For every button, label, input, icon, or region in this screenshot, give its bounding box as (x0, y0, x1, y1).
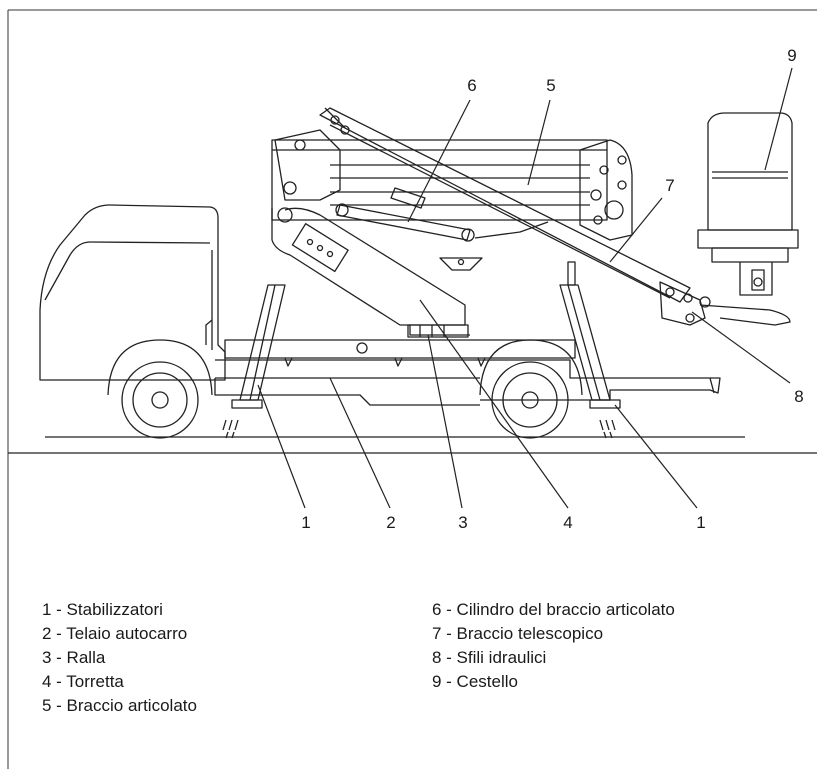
callout-leaders (257, 67, 793, 509)
legend-item-2: 2 - Telaio autocarro (42, 624, 188, 643)
leader-9 (764, 67, 793, 171)
callout-7: 7 (665, 176, 675, 195)
legend-item-5: 5 - Braccio articolato (42, 696, 197, 715)
stabilizer-rear (559, 284, 621, 439)
callout-2: 2 (386, 513, 396, 532)
callout-5: 5 (546, 76, 556, 95)
truck-chassis (214, 339, 721, 406)
leader-4 (419, 299, 569, 509)
legend-item-8: 8 - Sfili idraulici (432, 648, 547, 667)
legend-item-4: 4 - Torretta (42, 672, 124, 691)
front-wheel (107, 339, 213, 439)
legend-item-3: 3 - Ralla (42, 648, 106, 667)
leader-8 (691, 311, 791, 384)
turret (271, 207, 483, 338)
basket (697, 112, 799, 296)
truck-cab (39, 204, 226, 381)
stabilizer-front (222, 284, 286, 439)
legend-item-6: 6 - Cilindro del braccio articolato (432, 600, 675, 619)
leader-3 (427, 334, 463, 509)
legend-item-7: 7 - Braccio telescopico (432, 624, 604, 643)
callout-1-front: 1 (301, 513, 311, 532)
leader-2 (329, 377, 391, 509)
truck-drawing (8, 107, 817, 454)
callout-6: 6 (467, 76, 477, 95)
boom-cylinder (335, 187, 549, 242)
legend-item-9: 9 - Cestello (432, 672, 518, 691)
callout-9: 9 (787, 46, 797, 65)
articulated-boom (271, 129, 633, 241)
callout-3: 3 (458, 513, 468, 532)
telescopic-boom (319, 107, 791, 326)
leader-1-rear (614, 404, 698, 509)
leader-1-front (257, 384, 306, 509)
rear-wheel (479, 339, 583, 439)
leader-6 (407, 99, 471, 223)
legend-item-1: 1 - Stabilizzatori (42, 600, 163, 619)
leader-5 (527, 99, 551, 186)
callout-8: 8 (794, 387, 804, 406)
callout-4: 4 (563, 513, 573, 532)
callout-1-rear: 1 (696, 513, 706, 532)
leader-7 (609, 197, 663, 263)
